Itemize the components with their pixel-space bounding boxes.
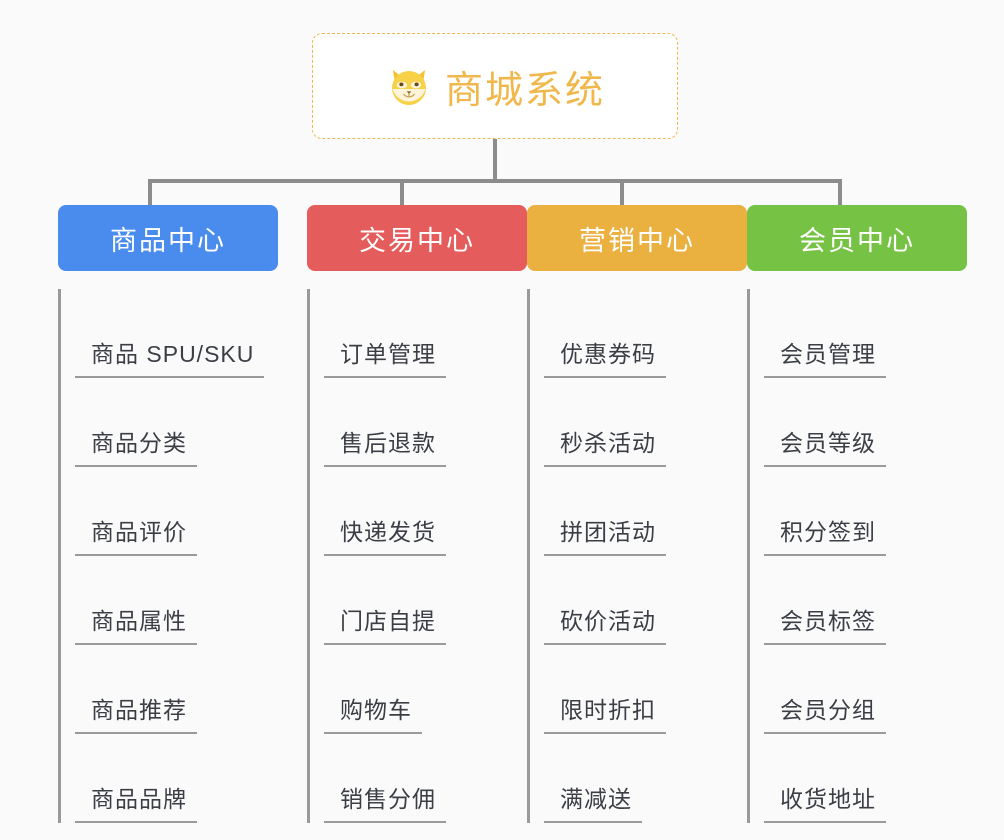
list-item-label: 收货地址 (764, 780, 886, 823)
branch-items-3: 会员管理 会员等级 积分签到 会员标签 会员分组 收货地址 (747, 289, 967, 823)
list-item[interactable]: 商品分类 (75, 378, 278, 467)
list-item[interactable]: 会员管理 (764, 289, 967, 378)
list-item-label: 商品品牌 (75, 780, 197, 823)
branch-items-2: 优惠券码 秒杀活动 拼团活动 砍价活动 限时折扣 满减送 (527, 289, 747, 823)
list-item[interactable]: 优惠券码 (544, 289, 747, 378)
list-item[interactable]: 满减送 (544, 734, 747, 823)
list-item-label: 商品推荐 (75, 691, 197, 734)
branch-column-0: 商品中心 商品 SPU/SKU 商品分类 商品评价 商品属性 商品推荐 商品品牌 (58, 205, 278, 823)
list-item[interactable]: 售后退款 (324, 378, 527, 467)
list-item-label: 会员分组 (764, 691, 886, 734)
list-item-label: 商品分类 (75, 424, 197, 467)
list-item[interactable]: 订单管理 (324, 289, 527, 378)
branch-items-1: 订单管理 售后退款 快递发货 门店自提 购物车 销售分佣 (307, 289, 527, 823)
list-item[interactable]: 砍价活动 (544, 556, 747, 645)
list-item-label: 积分签到 (764, 513, 886, 556)
list-item[interactable]: 商品评价 (75, 467, 278, 556)
list-item[interactable]: 门店自提 (324, 556, 527, 645)
list-item-label: 快递发货 (324, 513, 446, 556)
list-item[interactable]: 积分签到 (764, 467, 967, 556)
shiba-dog-face-icon (385, 62, 433, 110)
list-item-label: 商品评价 (75, 513, 197, 556)
root-node[interactable]: 商城系统 (312, 33, 678, 139)
list-item[interactable]: 秒杀活动 (544, 378, 747, 467)
branch-column-1: 交易中心 订单管理 售后退款 快递发货 门店自提 购物车 销售分佣 (307, 205, 527, 823)
list-item[interactable]: 拼团活动 (544, 467, 747, 556)
list-item[interactable]: 收货地址 (764, 734, 967, 823)
list-item-label: 会员标签 (764, 602, 886, 645)
connector-horizontal-bus (148, 179, 842, 183)
branch-header-0[interactable]: 商品中心 (58, 205, 278, 271)
connector-drop-3 (838, 179, 842, 207)
list-item-label: 拼团活动 (544, 513, 666, 556)
connector-root-stem (493, 139, 497, 181)
list-item[interactable]: 会员分组 (764, 645, 967, 734)
list-item[interactable]: 销售分佣 (324, 734, 527, 823)
root-title: 商城系统 (444, 69, 605, 112)
branch-header-3[interactable]: 会员中心 (747, 205, 967, 271)
list-item-label: 满减送 (544, 780, 642, 823)
list-item-label: 商品 SPU/SKU (75, 335, 265, 378)
list-item-label: 砍价活动 (544, 602, 666, 645)
branch-column-2: 营销中心 优惠券码 秒杀活动 拼团活动 砍价活动 限时折扣 满减送 (527, 205, 747, 823)
branch-column-3: 会员中心 会员管理 会员等级 积分签到 会员标签 会员分组 收货地址 (747, 205, 967, 823)
list-item[interactable]: 会员等级 (764, 378, 967, 467)
list-item-label: 订单管理 (324, 335, 446, 378)
connector-drop-2 (620, 179, 624, 207)
list-item-label: 会员管理 (764, 335, 886, 378)
list-item-label: 销售分佣 (324, 780, 446, 823)
list-item-label: 门店自提 (324, 602, 446, 645)
list-item[interactable]: 商品属性 (75, 556, 278, 645)
list-item-label: 秒杀活动 (544, 424, 666, 467)
list-item-label: 商品属性 (75, 602, 197, 645)
list-item[interactable]: 购物车 (324, 645, 527, 734)
connector-drop-0 (148, 179, 152, 207)
branch-header-1[interactable]: 交易中心 (307, 205, 527, 271)
list-item[interactable]: 会员标签 (764, 556, 967, 645)
branch-header-2[interactable]: 营销中心 (527, 205, 747, 271)
list-item[interactable]: 商品品牌 (75, 734, 278, 823)
list-item-label: 售后退款 (324, 424, 446, 467)
list-item-label: 优惠券码 (544, 335, 666, 378)
list-item[interactable]: 商品推荐 (75, 645, 278, 734)
list-item[interactable]: 快递发货 (324, 467, 527, 556)
list-item-label: 会员等级 (764, 424, 886, 467)
connector-drop-1 (400, 179, 404, 207)
list-item[interactable]: 商品 SPU/SKU (75, 289, 278, 378)
list-item[interactable]: 限时折扣 (544, 645, 747, 734)
list-item-label: 限时折扣 (544, 691, 666, 734)
branch-items-0: 商品 SPU/SKU 商品分类 商品评价 商品属性 商品推荐 商品品牌 (58, 289, 278, 823)
list-item-label: 购物车 (324, 691, 422, 734)
